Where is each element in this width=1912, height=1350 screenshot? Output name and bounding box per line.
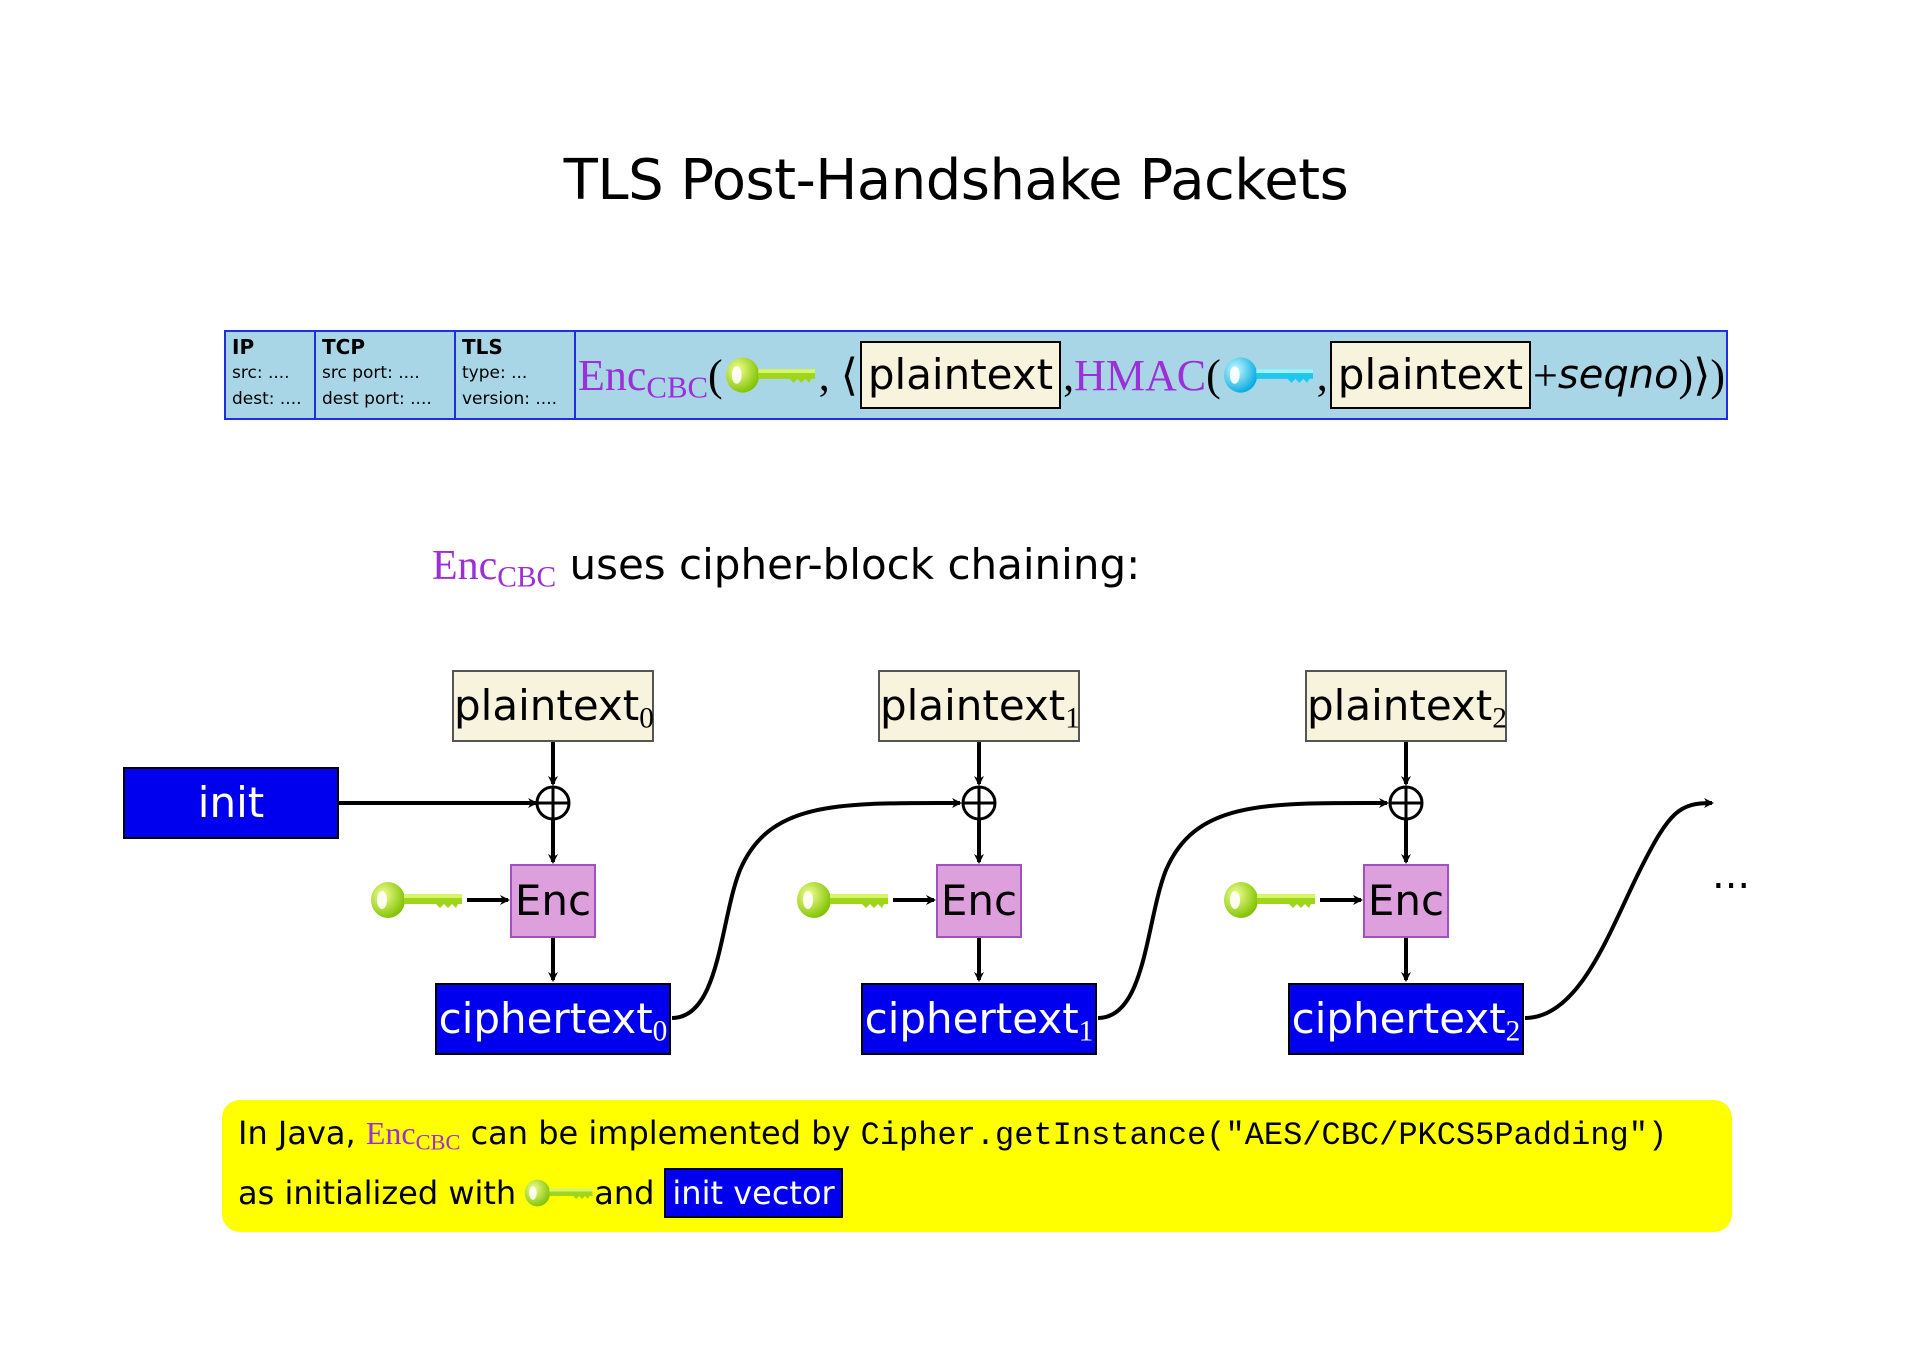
enc-block-0: Enc (510, 864, 596, 938)
green-key-icon (797, 882, 888, 918)
enc-sub: CBC (646, 370, 709, 405)
note-and: and (594, 1174, 655, 1212)
init-vector-block: init vector (123, 767, 339, 895)
java-code: Cipher.getInstance("AES/CBC/PKCS5Padding… (860, 1117, 1668, 1154)
tls-header-title: TLS (462, 335, 503, 359)
tcp-header-title: TCP (322, 335, 365, 359)
seqno-label: seqno (1557, 352, 1679, 398)
green-key-icon (371, 882, 462, 918)
java-note: In Java, EncCBC can be implemented by Ci… (222, 1100, 1732, 1232)
ciphertext-label: ciphertext (438, 994, 653, 1043)
enc-text: Enc (578, 350, 647, 400)
ciphertext-index: 0 (652, 1015, 668, 1048)
enc-cbc-label: EncCBC (432, 543, 556, 592)
enc-text: Enc (365, 1115, 416, 1151)
plus-sign: + (1533, 350, 1558, 400)
note-line-1: In Java, EncCBC can be implemented by Ci… (238, 1114, 1667, 1154)
xor-icon (535, 785, 571, 821)
tcp-src-port: src port: .... (322, 363, 420, 383)
chain-arrow-next (1524, 798, 1714, 1020)
green-key-icon (1224, 882, 1315, 918)
plaintext-index: 1 (1065, 702, 1080, 735)
init-vector-inline: init vector (664, 1168, 843, 1218)
ip-header: IP src: .... dest: .... (226, 332, 316, 418)
paren-open: ( (708, 350, 723, 400)
enc-sub: CBC (497, 561, 557, 594)
chain-arrow-1-2 (1097, 797, 1389, 1020)
note-line-2: as initialized with and init vector (238, 1168, 843, 1218)
tcp-header: TCP src port: .... dest port: .... (316, 332, 456, 418)
ciphertext-block-2: ciphertext2 (1288, 983, 1524, 1055)
cbc-subtitle: EncCBC uses cipher-block chaining: (432, 540, 1141, 592)
chain-arrow-0-1 (671, 797, 962, 1020)
hmac-label: HMAC (1074, 350, 1207, 400)
separator-2: , (1063, 350, 1075, 400)
ciphertext-index: 2 (1505, 1015, 1521, 1048)
plaintext-index: 2 (1492, 702, 1507, 735)
note-mid: can be implemented by (460, 1114, 861, 1152)
ciphertext-label: ciphertext (864, 994, 1079, 1043)
ip-src: src: .... (232, 363, 290, 383)
subtitle-text: uses cipher-block chaining: (556, 540, 1141, 589)
plaintext-index: 0 (639, 702, 654, 735)
enc-block-2: Enc (1363, 864, 1449, 938)
paren-open-2: ( (1206, 350, 1221, 400)
page-title: TLS Post-Handshake Packets (563, 148, 1349, 213)
tls-type: type: ... (462, 363, 528, 383)
enc-text: Enc (432, 543, 498, 589)
ciphertext-block-0: ciphertext0 (435, 983, 671, 1055)
separator-1: , ⟨ (818, 350, 858, 400)
ip-header-title: IP (232, 335, 255, 359)
continuation-ellipsis: ... (1712, 852, 1751, 898)
encrypted-payload: EncCBC ( , ⟨ plaintext , HMAC ( , plaint… (578, 340, 1725, 410)
tcp-dest-port: dest port: .... (322, 389, 432, 409)
enc-cbc-label: EncCBC (365, 1115, 461, 1153)
plaintext-box-hmac: plaintext (1329, 341, 1532, 409)
xor-icon (961, 785, 997, 821)
note-line2-prefix: as initialized with (238, 1174, 517, 1212)
plaintext-box: plaintext (859, 341, 1062, 409)
ip-dest: dest: .... (232, 389, 302, 409)
tls-version: version: .... (462, 389, 558, 409)
enc-block-1: Enc (936, 864, 1022, 938)
enc-sub: CBC (415, 1129, 461, 1155)
paren-close: )⟩) (1678, 350, 1726, 400)
enc-cbc-label: EncCBC (578, 350, 709, 405)
plaintext-block-1: plaintext1 (878, 670, 1080, 742)
plaintext-label: plaintext (454, 681, 640, 730)
ciphertext-index: 1 (1078, 1015, 1094, 1048)
plaintext-label: plaintext (880, 681, 1066, 730)
xor-icon (1388, 785, 1424, 821)
plaintext-block-2: plaintext2 (1305, 670, 1507, 742)
ciphertext-block-1: ciphertext1 (861, 983, 1097, 1055)
separator-3: , (1316, 350, 1328, 400)
note-prefix: In Java, (238, 1114, 366, 1152)
plaintext-label: plaintext (1307, 681, 1493, 730)
tls-header: TLS type: ... version: .... (456, 332, 576, 418)
plaintext-block-0: plaintext0 (452, 670, 654, 742)
green-key-icon (524, 1179, 593, 1207)
ciphertext-label: ciphertext (1291, 994, 1506, 1043)
tls-packet: IP src: .... dest: .... TCP src port: ..… (224, 330, 1728, 420)
